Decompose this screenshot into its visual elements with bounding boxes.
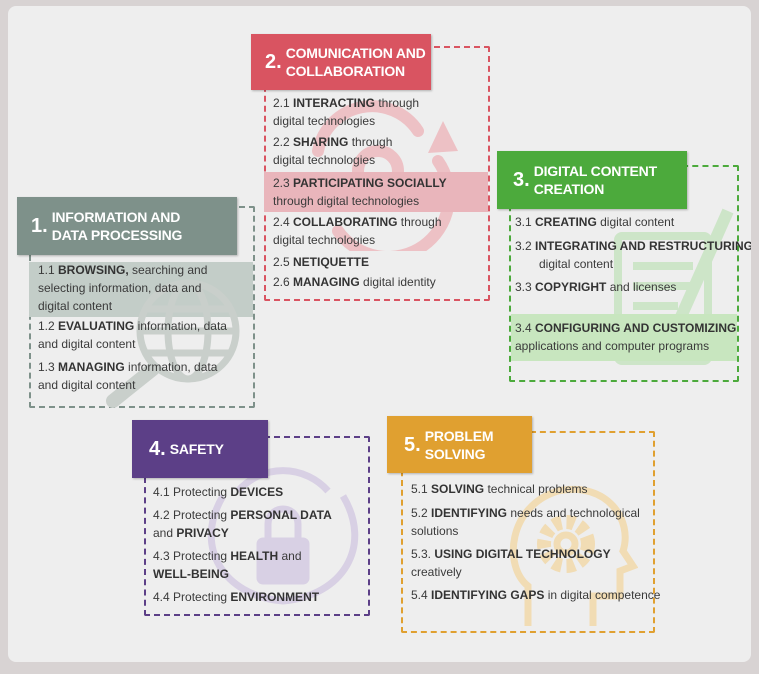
area-3-highlight (511, 314, 737, 361)
area-3-number: 3. (513, 169, 530, 191)
area-1-number: 1. (31, 215, 48, 237)
item-2-2: 2.2 SHARING through digital technologies (273, 135, 393, 167)
area-1-header: 1. INFORMATION AND DATA PROCESSING (17, 197, 237, 255)
area-3-header: 3. DIGITAL CONTENT CREATION (497, 151, 687, 209)
item-5-3: 5.3. USING DIGITAL TECHNOLOGY creatively (411, 547, 611, 579)
item-1-3: 1.3 MANAGING information, data and digit… (38, 360, 218, 392)
item-1-1: 1.1 BROWSING, searching and selecting in… (38, 263, 208, 313)
area-4-title: SAFETY (169, 441, 224, 457)
area-5-title: PROBLEM SOLVING (424, 427, 494, 462)
item-3-4: 3.4 CONFIGURING AND CUSTOMIZING applicat… (515, 321, 737, 353)
area-4-number: 4. (149, 438, 166, 460)
area-2-highlight (264, 172, 488, 212)
item-5-4: 5.4 IDENTIFYING GAPS in digital competen… (411, 588, 661, 602)
item-2-5: 2.5 NETIQUETTE (273, 255, 370, 269)
item-2-4: 2.4 COLLABORATING through digital techno… (273, 215, 442, 247)
item-2-1: 2.1 INTERACTING through digital technolo… (273, 96, 420, 128)
item-4-4: 4.4 Protecting ENVIRONMENT (153, 590, 320, 604)
area-2-header: 2. COMUNICATION AND COLLABORATION (251, 34, 431, 90)
item-1-2: 1.2 EVALUATING information, data and dig… (38, 319, 227, 351)
item-3-2: 3.2 INTEGRATING AND RESTRUCTURING digita… (515, 239, 751, 271)
item-4-1: 4.1 Protecting DEVICES (153, 485, 284, 499)
padlock-hands-icon (207, 467, 359, 605)
item-2-6: 2.6 MANAGING digital identity (273, 275, 436, 289)
item-2-3: 2.3 PARTICIPATING SOCIALLY through digit… (273, 176, 447, 208)
item-4-2: 4.2 Protecting PERSONAL DATA and PRIVACY (153, 508, 332, 540)
area-2-number: 2. (265, 51, 282, 73)
competence-diagram: 1. INFORMATION AND DATA PROCESSING 1.1 B… (8, 6, 751, 662)
item-3-3: 3.3 COPYRIGHT and licenses (515, 280, 677, 294)
area-5-header: 5. PROBLEM SOLVING (387, 416, 532, 473)
area-3-title: DIGITAL CONTENT CREATION (533, 163, 657, 197)
area-2-title: COMUNICATION AND COLLABORATION (285, 45, 426, 79)
head-gear-icon (509, 486, 638, 626)
area-5-number: 5. (404, 433, 421, 456)
item-3-1: 3.1 CREATING digital content (515, 215, 675, 229)
item-5-1: 5.1 SOLVING technical problems (411, 482, 588, 496)
globe-search-icon (106, 279, 240, 408)
item-5-2: 5.2 IDENTIFYING needs and technological … (411, 506, 640, 538)
area-4-header: 4. SAFETY (132, 420, 268, 478)
item-4-3: 4.3 Protecting HEALTH and WELL-BEING (153, 549, 302, 581)
area-1-title: INFORMATION AND DATA PROCESSING (51, 209, 183, 243)
